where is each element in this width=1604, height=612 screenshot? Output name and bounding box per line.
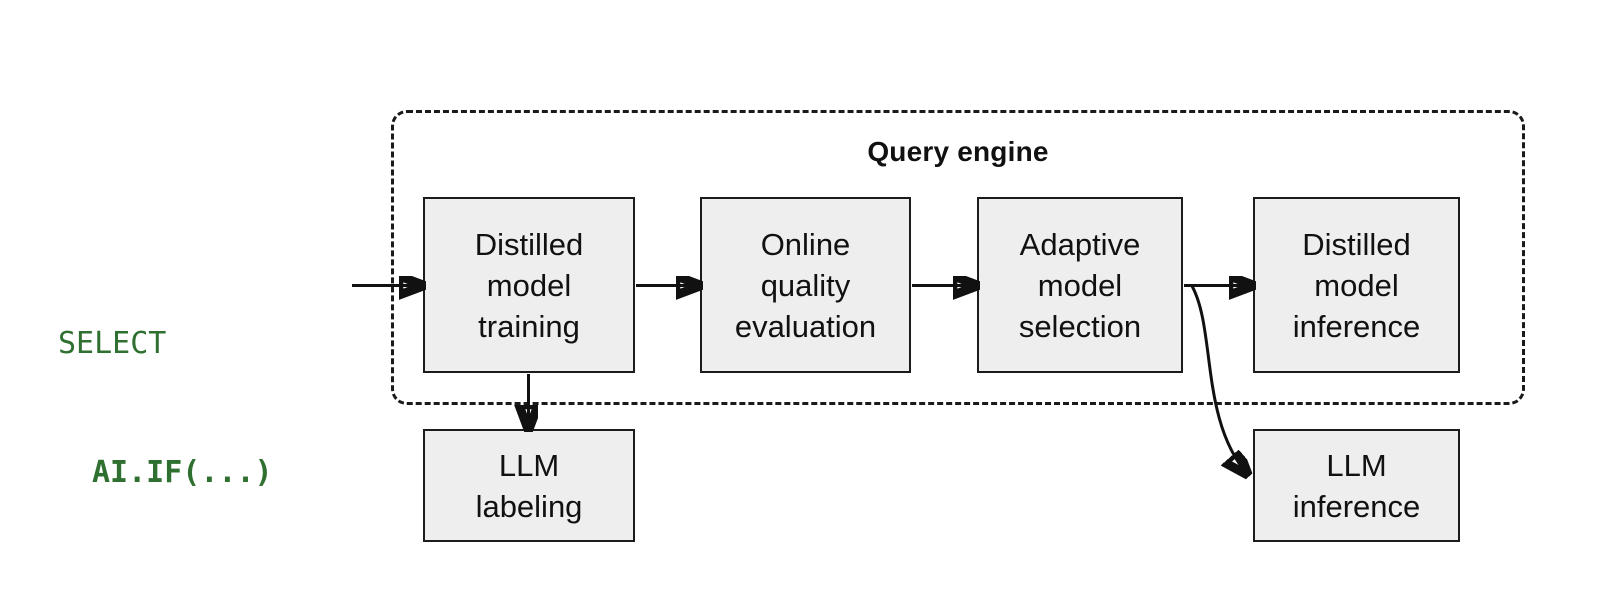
node-distilled-model-inference: Distilled model inference [1253,197,1460,373]
sql-keyword-select: SELECT [58,326,167,361]
node-online-quality-evaluation: Online quality evaluation [700,197,911,373]
sql-query-snippet: SELECT AI.IF(...) [58,236,348,580]
node-llm-inference: LLM inference [1253,429,1460,542]
query-engine-title: Query engine [867,136,1049,167]
node-adaptive-model-selection: Adaptive model selection [977,197,1183,373]
node-distilled-model-training: Distilled model training [423,197,635,373]
sql-function-ai-if: AI.IF(...) [92,455,273,490]
query-engine-boundary [391,110,1525,405]
node-llm-labeling: LLM labeling [423,429,635,542]
